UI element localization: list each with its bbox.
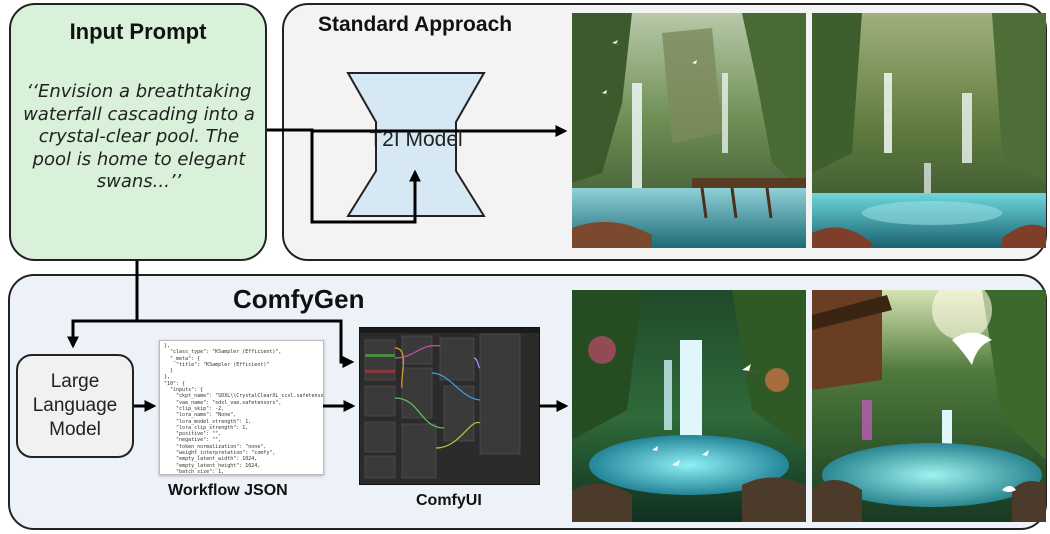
comfygen-output-image-1	[572, 290, 806, 522]
comfygen-output-image-2	[812, 290, 1046, 522]
t2i-model-label: T2I Model	[369, 128, 463, 151]
input-prompt-text: ‘‘Envision a breathtaking waterfall casc…	[23, 81, 255, 192]
standard-approach-title: Standard Approach	[318, 13, 513, 36]
input-prompt-title: Input Prompt	[69, 19, 207, 44]
t2i-model-shape	[346, 72, 486, 217]
large-language-model-box: Large Language Model	[16, 354, 134, 458]
workflow-json-label: Workflow JSON	[168, 482, 288, 499]
workflow-json-document: }, "class_type": "KSampler (Efficient)",…	[159, 340, 324, 475]
comfyui-label: ComfyUI	[416, 492, 482, 509]
arrow-to-comfyui	[137, 319, 355, 368]
comfyui-screenshot	[359, 327, 540, 485]
arrow-to-llm	[67, 319, 137, 349]
arrow-prompt-to-images	[267, 125, 568, 137]
standard-output-image-2	[812, 13, 1046, 248]
workflow-json-code: }, "class_type": "KSampler (Efficient)",…	[164, 343, 324, 475]
llm-label: Large Language Model	[32, 371, 118, 440]
comfygen-title: ComfyGen	[233, 284, 365, 314]
standard-output-image-1	[572, 13, 806, 248]
input-prompt-box: Input Prompt ‘‘Envision a breathtaking w…	[9, 3, 267, 261]
arrow-to-t2i-model	[310, 131, 421, 224]
